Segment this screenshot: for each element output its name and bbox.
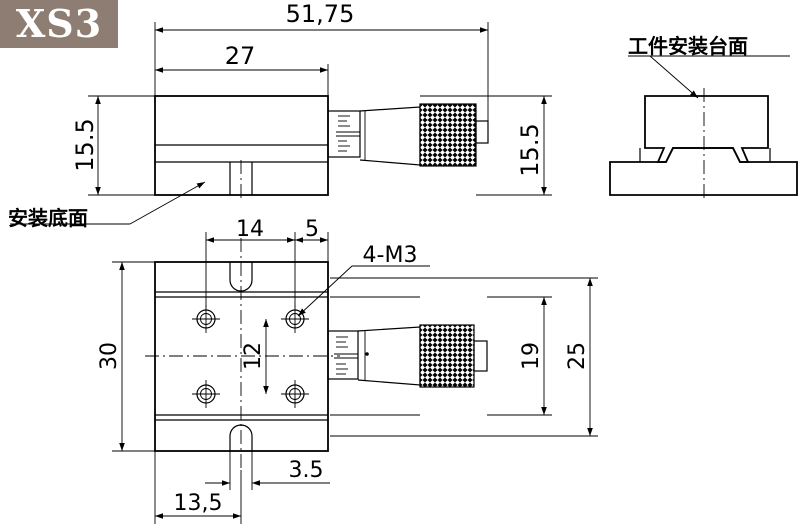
height-left-dim: 15.5 bbox=[71, 118, 99, 171]
mount-holes-dim: 4-M3 bbox=[363, 243, 418, 268]
end-view-base bbox=[609, 147, 798, 196]
side-view: 51,75 27 15.5 15.5 bbox=[10, 0, 552, 225]
overall-length-dim: 51,75 bbox=[286, 0, 355, 28]
workpiece-surface-leader bbox=[649, 55, 699, 99]
micrometer-span-dim: 19 bbox=[519, 342, 544, 370]
plan-view: 14 5 4-M3 30 12 19 25 3.5 bbox=[97, 217, 598, 524]
guide-span-dim: 25 bbox=[565, 342, 590, 370]
body-width-dim: 30 bbox=[97, 342, 122, 370]
model-badge: XS3 bbox=[0, 0, 118, 48]
side-micrometer bbox=[327, 103, 489, 167]
mounting-bottom-leader bbox=[129, 181, 206, 225]
mount-hole bbox=[281, 380, 309, 408]
height-right-dim: 15.5 bbox=[516, 123, 544, 176]
slot-width-dim: 3.5 bbox=[289, 458, 324, 483]
hole-spacing-y-dim: 12 bbox=[241, 342, 266, 370]
mount-hole bbox=[281, 305, 309, 333]
mount-hole bbox=[192, 380, 220, 408]
body-length-dim: 27 bbox=[225, 42, 256, 70]
end-view-top-block bbox=[644, 95, 769, 163]
plan-micrometer bbox=[327, 324, 488, 388]
side-knurl bbox=[419, 103, 477, 167]
mounting-bottom-label: 安装底面 bbox=[8, 206, 88, 230]
plan-knurl bbox=[419, 324, 475, 388]
mount-holes-leader bbox=[297, 265, 353, 317]
mount-hole bbox=[192, 305, 220, 333]
workpiece-surface-label: 工件安装台面 bbox=[628, 34, 748, 58]
end-view bbox=[609, 55, 798, 200]
model-label: XS3 bbox=[15, 1, 103, 46]
slot-position-dim: 13,5 bbox=[174, 491, 223, 516]
hole-spacing-x-dim: 14 bbox=[236, 217, 264, 242]
slot-offset-dim: 5 bbox=[305, 217, 319, 242]
